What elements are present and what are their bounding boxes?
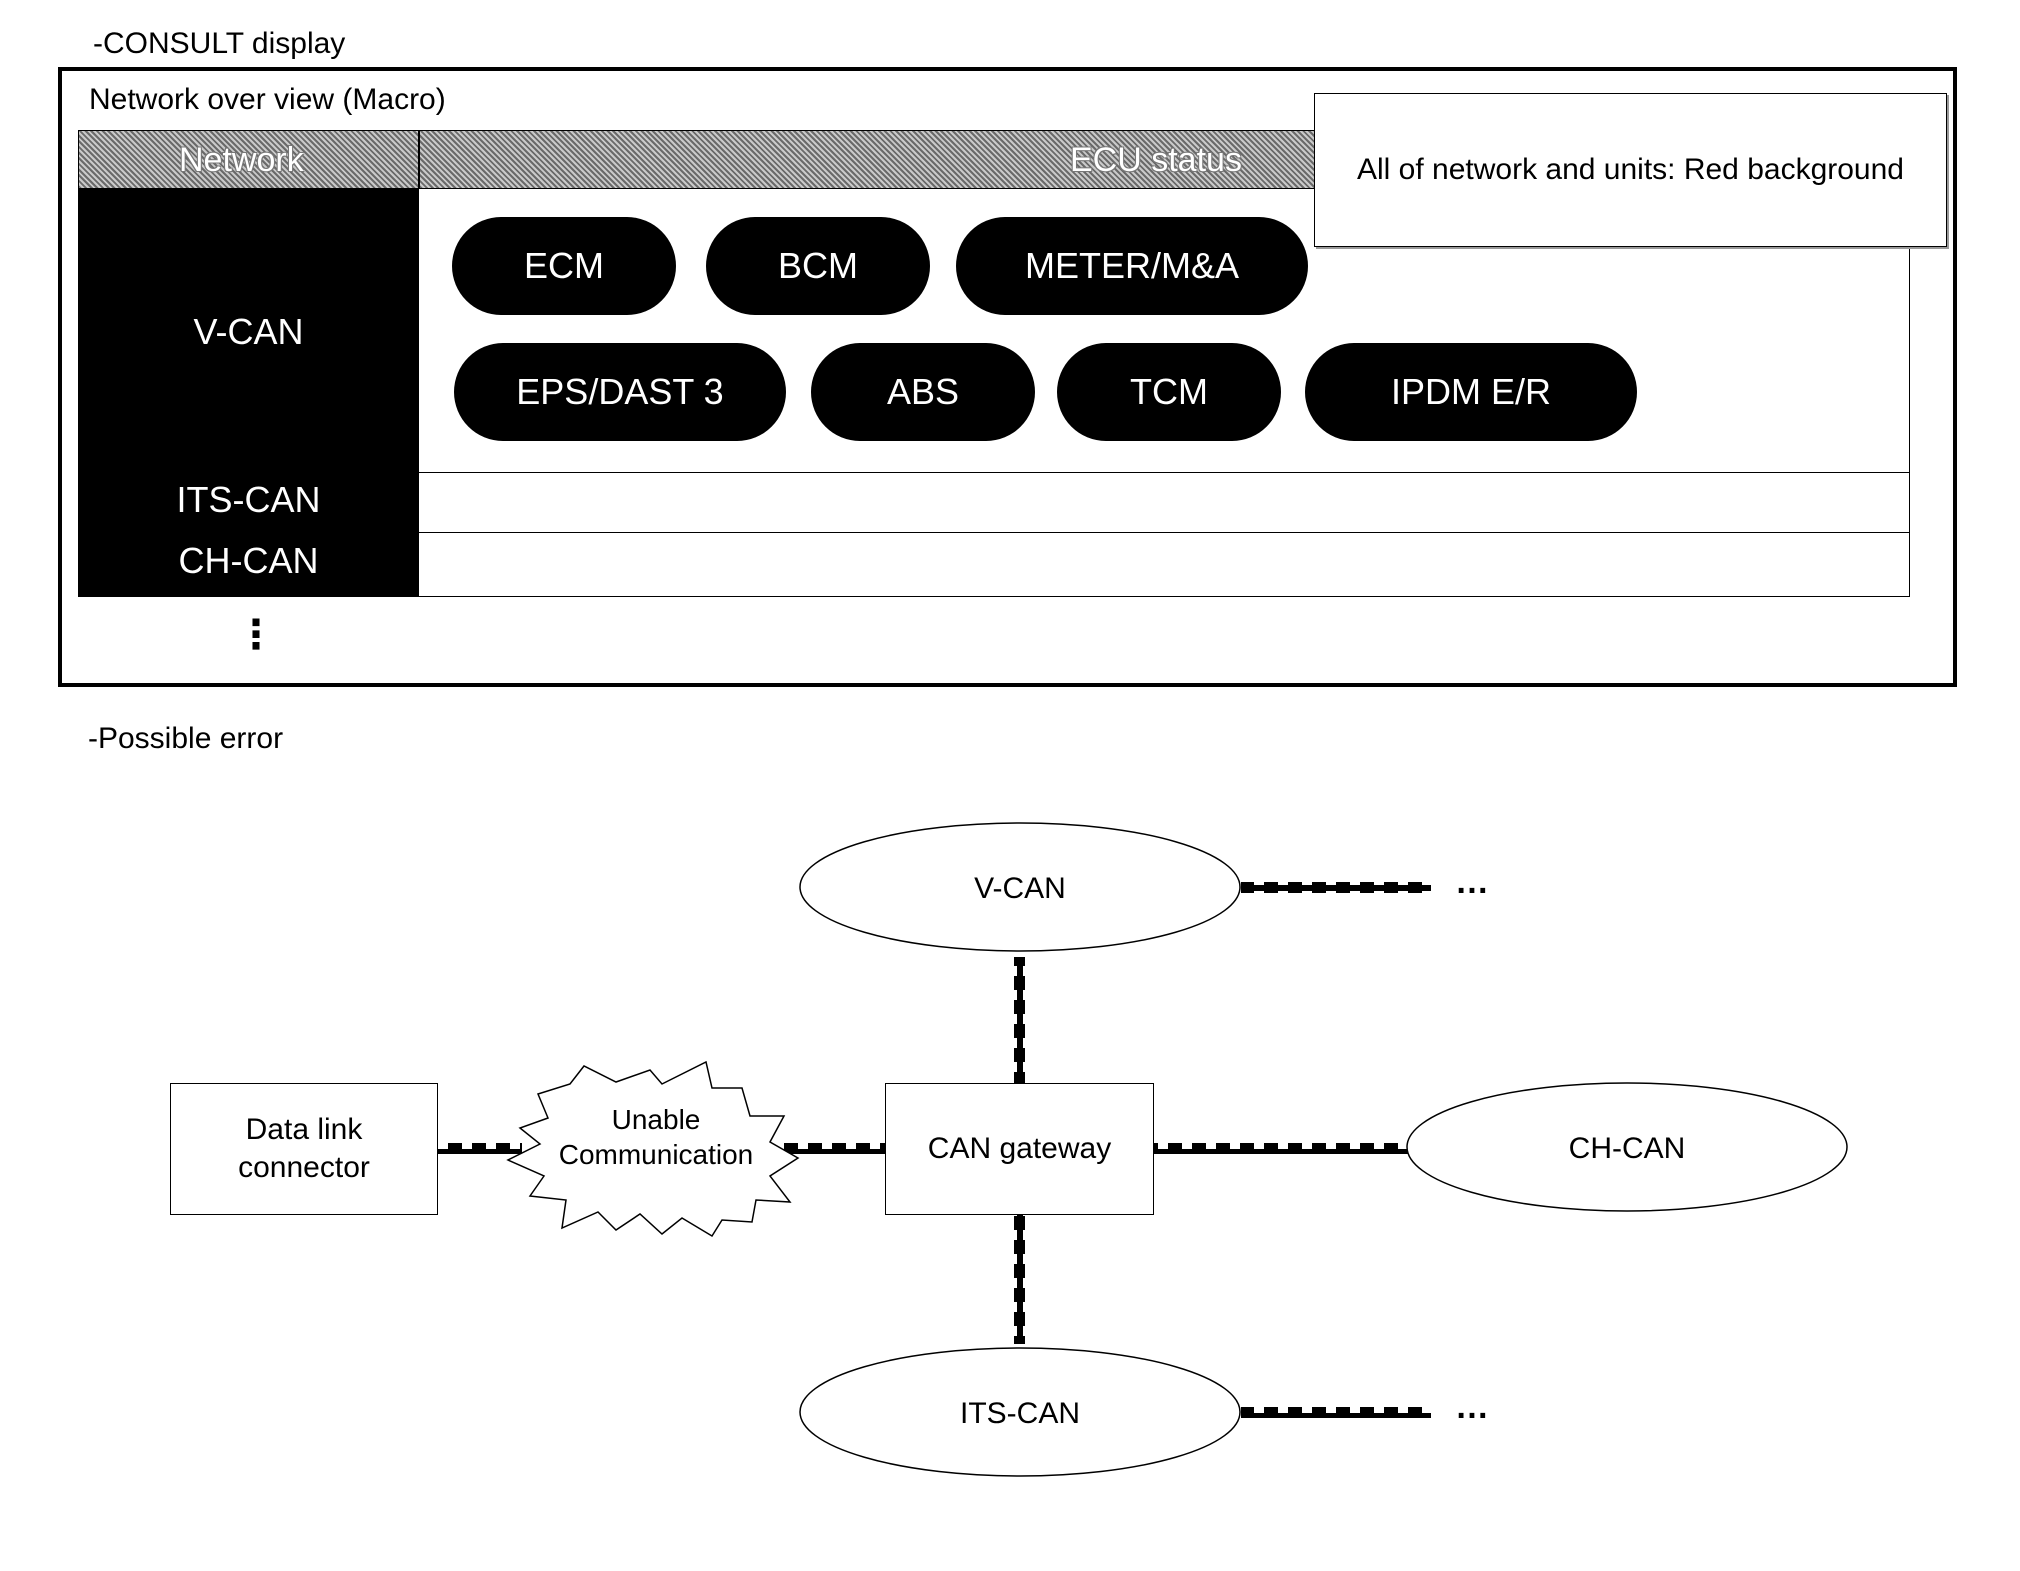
ecu-eps-dast[interactable]: EPS/DAST 3 — [454, 343, 786, 441]
data-link-connector-node[interactable]: Data link connector — [170, 1083, 438, 1215]
row-divider — [419, 532, 1910, 533]
v-can-continuation: … — [1455, 863, 1489, 901]
unable-communication-line1: Unable — [612, 1104, 701, 1135]
unable-communication-line2: Communication — [559, 1139, 754, 1170]
unable-communication-burst — [506, 1060, 800, 1238]
legend-callout: All of network and units: Red background — [1314, 93, 1947, 247]
ch-can-node — [1406, 1082, 1848, 1212]
bus-v-can-continuation — [1241, 882, 1431, 893]
network-its-can[interactable]: ITS-CAN — [176, 479, 321, 520]
its-can-label: ITS-CAN — [960, 1397, 1080, 1430]
ecu-tcm[interactable]: TCM — [1057, 343, 1281, 441]
ecu-ipdm-er[interactable]: IPDM E/R — [1305, 343, 1637, 441]
possible-error-label: -Possible error — [88, 722, 284, 755]
network-header-label: Network — [179, 141, 304, 179]
network-ch-can[interactable]: CH-CAN — [178, 540, 319, 581]
ecu-status-header-label: ECU status — [1070, 141, 1242, 179]
network-column: V-CAN ITS-CAN CH-CAN — [78, 189, 419, 597]
v-can-node — [799, 822, 1241, 952]
bus-gateway-to-v-can — [1014, 957, 1025, 1083]
network-column-header: Network — [78, 130, 419, 189]
consult-display-frame — [58, 67, 1957, 687]
v-can-label: V-CAN — [974, 872, 1066, 905]
row-divider — [419, 472, 1910, 473]
network-overview-title: Network over view (Macro) — [89, 83, 446, 116]
consult-display-label: -CONSULT display — [93, 27, 346, 60]
ecu-ecm[interactable]: ECM — [452, 217, 676, 315]
can-gateway-node[interactable]: CAN gateway — [885, 1083, 1154, 1215]
ch-can-label: CH-CAN — [1569, 1132, 1686, 1165]
bus-gateway-to-its-can — [1014, 1215, 1025, 1344]
bus-error-to-gateway — [783, 1143, 885, 1154]
ecu-abs[interactable]: ABS — [811, 343, 1035, 441]
bus-its-can-continuation — [1241, 1407, 1431, 1418]
network-v-can[interactable]: V-CAN — [193, 311, 304, 352]
ecu-meter-ma[interactable]: METER/M&A — [956, 217, 1308, 315]
its-can-node — [799, 1347, 1241, 1477]
ecu-bcm[interactable]: BCM — [706, 217, 930, 315]
bus-gateway-to-ch-can — [1154, 1143, 1410, 1154]
its-can-continuation: … — [1455, 1388, 1489, 1426]
bus-dlc-to-error — [438, 1143, 522, 1154]
